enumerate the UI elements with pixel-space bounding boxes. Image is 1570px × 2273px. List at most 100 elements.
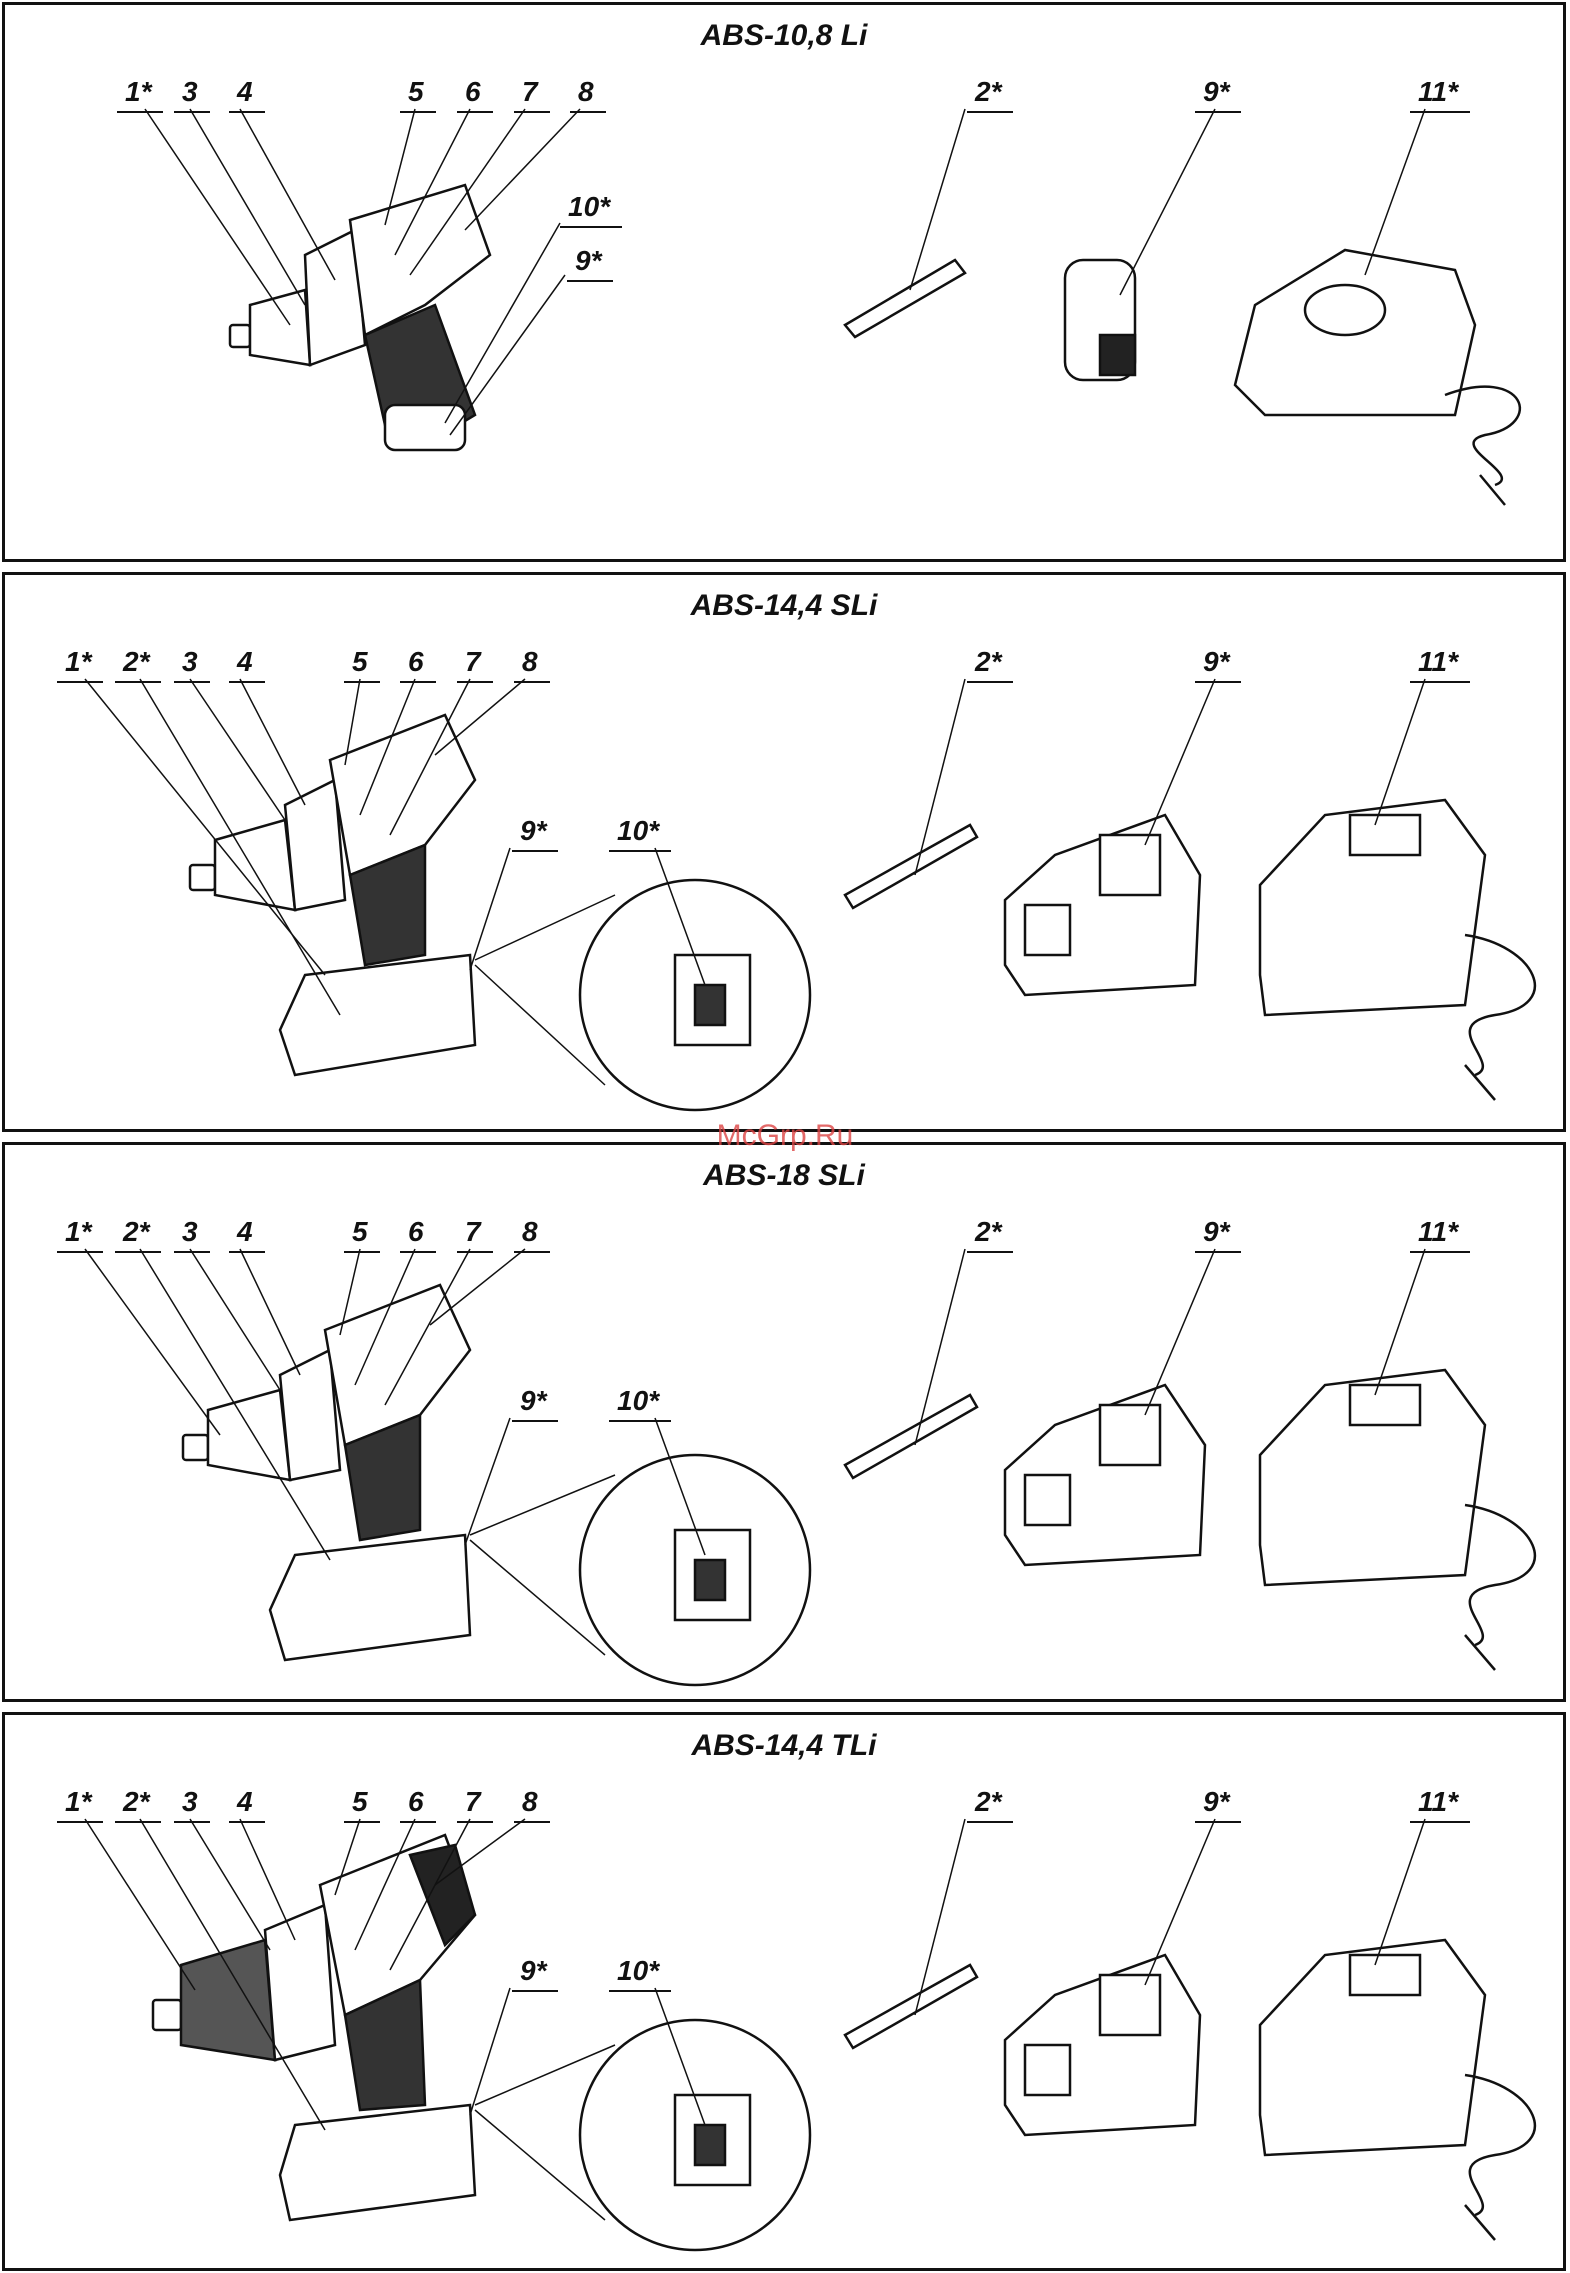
callout-label: 9*	[520, 817, 546, 845]
callout-label: 10*	[617, 1957, 659, 1985]
callout-underline	[229, 681, 265, 683]
callout-underline	[174, 1251, 210, 1253]
watermark: McGrp.Ru	[0, 1119, 1570, 1153]
callout-label: 2*	[123, 648, 149, 676]
charger-icon	[1235, 250, 1520, 505]
callout-underline	[400, 111, 436, 113]
battery-icon	[1005, 1385, 1205, 1565]
callout-underline	[457, 681, 493, 683]
drill-icon	[230, 185, 490, 450]
callout-underline	[514, 111, 550, 113]
bit-icon	[845, 825, 977, 908]
callout-underline	[560, 226, 622, 228]
battery-icon	[1005, 1955, 1200, 2135]
callout-label: 6	[465, 78, 481, 106]
callout-label: 5	[408, 78, 424, 106]
callout-label: 6	[408, 1218, 424, 1246]
callout-underline	[344, 1251, 380, 1253]
callout-underline	[1410, 1251, 1470, 1253]
callout-underline	[115, 681, 161, 683]
callout-underline	[967, 1251, 1013, 1253]
callout-underline	[229, 1251, 265, 1253]
callout-label: 9*	[520, 1387, 546, 1415]
callout-label: 4	[237, 1218, 253, 1246]
callout-label: 2*	[975, 78, 1001, 106]
panel-abs-10-8-li: ABS-10,8 Li	[2, 2, 1566, 562]
callout-underline	[457, 111, 493, 113]
callout-label: 9*	[520, 1957, 546, 1985]
bit-icon	[845, 1965, 977, 2048]
callout-underline	[1410, 1821, 1470, 1823]
drill-icon	[153, 1835, 475, 2220]
callout-underline	[1410, 681, 1470, 683]
callout-underline	[514, 1251, 550, 1253]
callout-label: 2*	[123, 1218, 149, 1246]
callout-label: 7	[465, 1218, 481, 1246]
callout-underline	[1195, 1821, 1241, 1823]
callout-underline	[567, 280, 613, 282]
callout-label: 4	[237, 1788, 253, 1816]
callout-label: 5	[352, 1218, 368, 1246]
callout-underline	[57, 1251, 103, 1253]
drill-icon	[190, 715, 475, 1075]
callout-underline	[1195, 111, 1241, 113]
callout-underline	[344, 681, 380, 683]
callout-label: 7	[465, 1788, 481, 1816]
battery-icon	[1005, 815, 1200, 995]
zoom-detail-icon	[475, 880, 810, 1110]
callout-underline	[609, 850, 671, 852]
callout-underline	[174, 111, 210, 113]
charger-icon	[1260, 1940, 1535, 2240]
callout-label: 2*	[123, 1788, 149, 1816]
callout-label: 6	[408, 648, 424, 676]
callout-label: 2*	[975, 1788, 1001, 1816]
callout-underline	[512, 1420, 558, 1422]
battery-icon	[1065, 260, 1135, 380]
callout-underline	[967, 681, 1013, 683]
callout-underline	[400, 1821, 436, 1823]
callout-underline	[967, 111, 1013, 113]
charger-icon	[1260, 1370, 1535, 1670]
callout-label: 3	[182, 1218, 198, 1246]
callout-underline	[344, 1821, 380, 1823]
callout-label: 9*	[1203, 1788, 1229, 1816]
callout-underline	[1195, 1251, 1241, 1253]
callout-label: 5	[352, 1788, 368, 1816]
panel-abs-18-sli: ABS-18 SLi	[2, 1142, 1566, 1702]
callout-underline	[514, 681, 550, 683]
callout-label: 6	[408, 1788, 424, 1816]
callout-underline	[115, 1821, 161, 1823]
callout-label: 8	[522, 1218, 538, 1246]
charger-icon	[1260, 800, 1535, 1100]
callout-label: 5	[352, 648, 368, 676]
callout-label: 11*	[1418, 78, 1458, 106]
callout-label: 11*	[1418, 1788, 1458, 1816]
callout-label: 9*	[575, 247, 601, 275]
callout-label: 11*	[1418, 1218, 1458, 1246]
callout-label: 1*	[65, 648, 91, 676]
callout-underline	[174, 1821, 210, 1823]
callout-label: 9*	[1203, 78, 1229, 106]
zoom-detail-icon	[470, 1455, 810, 1685]
callout-underline	[400, 1251, 436, 1253]
callout-label: 1*	[65, 1788, 91, 1816]
callout-underline	[229, 1821, 265, 1823]
callout-label: 9*	[1203, 648, 1229, 676]
callout-underline	[512, 1990, 558, 1992]
drill-icon	[183, 1285, 470, 1660]
callout-label: 4	[237, 648, 253, 676]
callout-underline	[57, 1821, 103, 1823]
callout-underline	[457, 1821, 493, 1823]
callout-underline	[1410, 111, 1470, 113]
callout-label: 2*	[975, 1218, 1001, 1246]
callout-label: 3	[182, 78, 198, 106]
callout-label: 2*	[975, 648, 1001, 676]
callout-underline	[57, 681, 103, 683]
zoom-detail-icon	[475, 2020, 810, 2250]
callout-label: 3	[182, 648, 198, 676]
callout-underline	[570, 111, 606, 113]
callout-underline	[514, 1821, 550, 1823]
bit-icon	[845, 260, 965, 337]
callout-label: 8	[522, 648, 538, 676]
callout-underline	[400, 681, 436, 683]
